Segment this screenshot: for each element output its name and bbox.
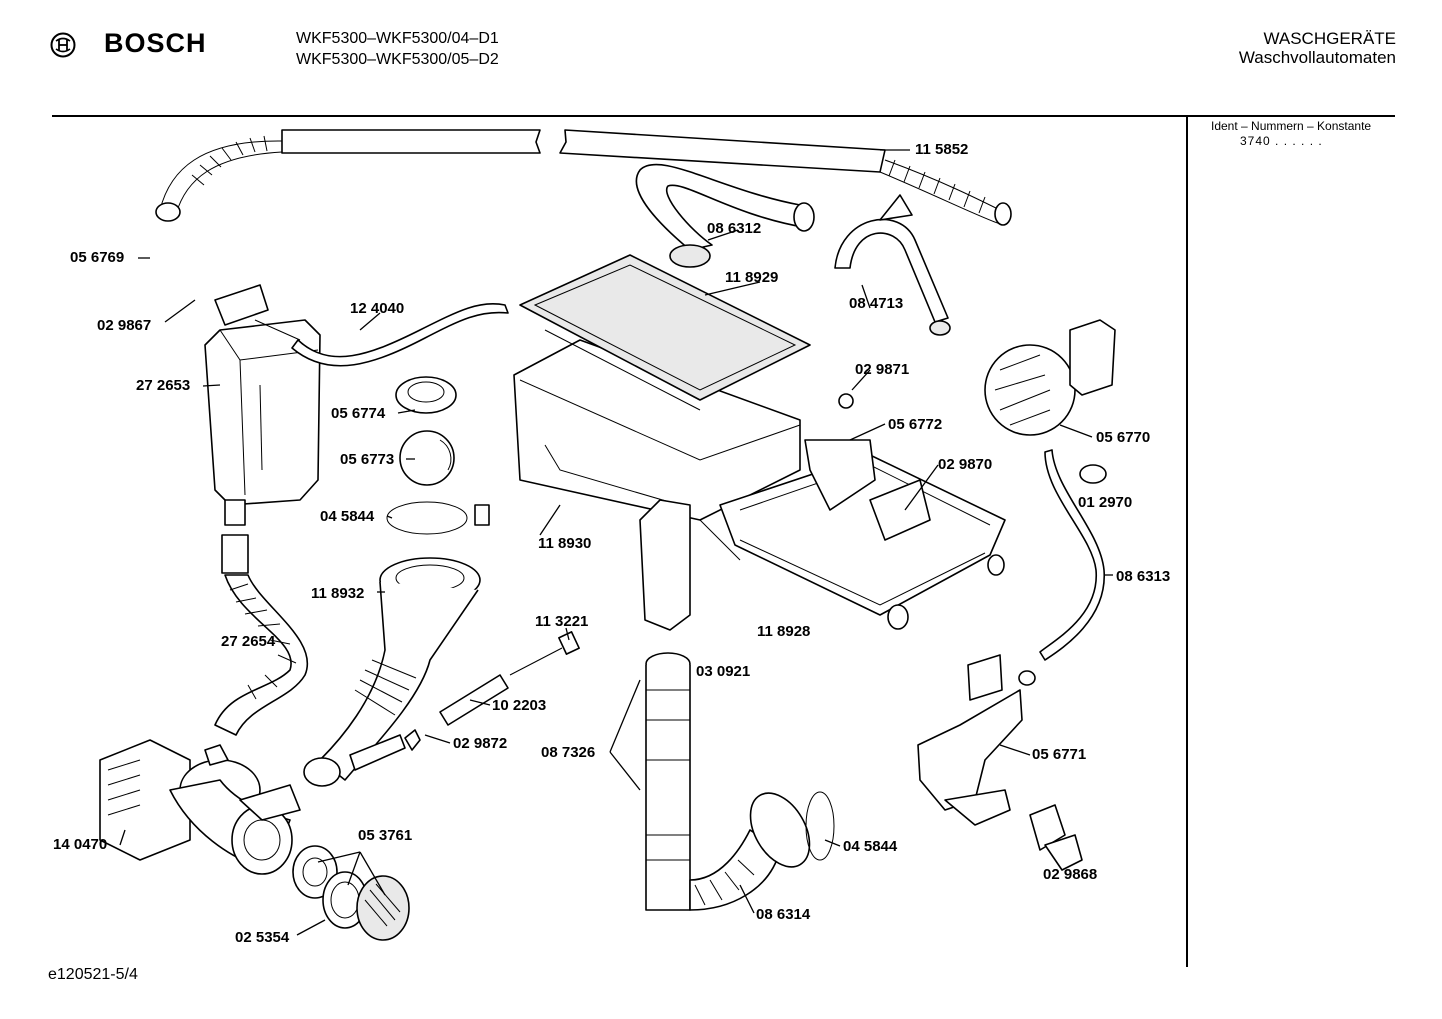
part-label: 27 2653 — [136, 377, 190, 394]
part-label: 02 9868 — [1043, 866, 1097, 883]
part-label: 05 6772 — [888, 416, 942, 433]
subcategory-title: Waschvollautomaten — [1238, 48, 1396, 67]
part-label: 05 6770 — [1096, 429, 1150, 446]
ident-value: 3740 . . . . . . — [1240, 134, 1323, 148]
part-label: 02 9867 — [97, 317, 151, 334]
header-divider — [52, 115, 1395, 117]
category-title: WASCHGERÄTE — [1263, 29, 1396, 48]
part-label: 01 2970 — [1078, 494, 1132, 511]
part-label: 05 6769 — [70, 249, 124, 266]
leader-lines — [119, 149, 1113, 936]
part-label: 12 4040 — [350, 300, 404, 317]
drain-pump — [99, 739, 301, 875]
air-trap — [917, 654, 1036, 826]
part-label: 05 6771 — [1032, 746, 1086, 763]
part-label: 11 8928 — [757, 623, 810, 640]
sidebar-divider — [1186, 115, 1188, 967]
drawing-id: e120521-5/4 — [48, 966, 138, 983]
part-label: 02 5354 — [235, 929, 290, 946]
ident-heading: Ident – Nummern – Konstante — [1211, 119, 1372, 133]
part-label: 08 7326 — [541, 744, 595, 761]
connecting-rod — [349, 631, 580, 771]
part-label: 11 5852 — [915, 141, 968, 158]
hose-corrugation — [155, 135, 1012, 226]
pump-filter-set — [292, 845, 410, 941]
pressure-switch — [984, 319, 1116, 484]
model-line-1: WKF5300–WKF5300/04–D1 — [296, 30, 499, 47]
part-label: 04 5844 — [320, 508, 375, 525]
part-label: 08 4713 — [849, 295, 903, 312]
part-label: 05 3761 — [358, 827, 412, 844]
sump-hose — [303, 557, 481, 787]
bosch-logo-icon — [50, 32, 76, 58]
part-label: 11 8932 — [311, 585, 364, 602]
part-label: 02 9871 — [855, 361, 909, 378]
small-valve — [1029, 804, 1083, 871]
vertical-hose — [645, 652, 835, 911]
part-label: 02 9872 — [453, 735, 507, 752]
part-label: 08 6312 — [707, 220, 761, 237]
part-label: 05 6774 — [331, 405, 386, 422]
model-line-2: WKF5300–WKF5300/05–D2 — [296, 51, 499, 68]
small-tube — [291, 302, 509, 367]
part-label: 05 6773 — [340, 451, 394, 468]
bellows-parts — [386, 376, 490, 535]
part-label: 08 6313 — [1116, 568, 1170, 585]
brand-name: BOSCH — [104, 28, 207, 58]
inlet-hose — [159, 129, 1011, 225]
part-label: 27 2654 — [221, 633, 276, 650]
part-label: 04 5844 — [843, 838, 898, 855]
part-label: 08 6314 — [756, 906, 811, 923]
housing-lid — [519, 254, 811, 411]
part-label: 02 9870 — [938, 456, 992, 473]
part-label: 14 0470 — [53, 836, 107, 853]
part-label: 03 0921 — [696, 663, 750, 680]
hose-bracket — [834, 194, 951, 336]
part-label: 11 8929 — [725, 269, 778, 286]
water-container — [204, 284, 321, 526]
part-label: 11 3221 — [535, 613, 588, 630]
part-label: 11 8930 — [538, 535, 591, 552]
pressure-hose — [1039, 449, 1105, 661]
part-number-labels: 11 5852 08 6312 05 6769 11 8929 08 4713 … — [53, 141, 1170, 946]
detergent-drawer — [719, 393, 1006, 630]
detergent-drawer-housing — [513, 339, 801, 631]
part-label: 10 2203 — [492, 697, 546, 714]
drain-hose — [214, 534, 309, 736]
hose-bend — [635, 163, 815, 268]
